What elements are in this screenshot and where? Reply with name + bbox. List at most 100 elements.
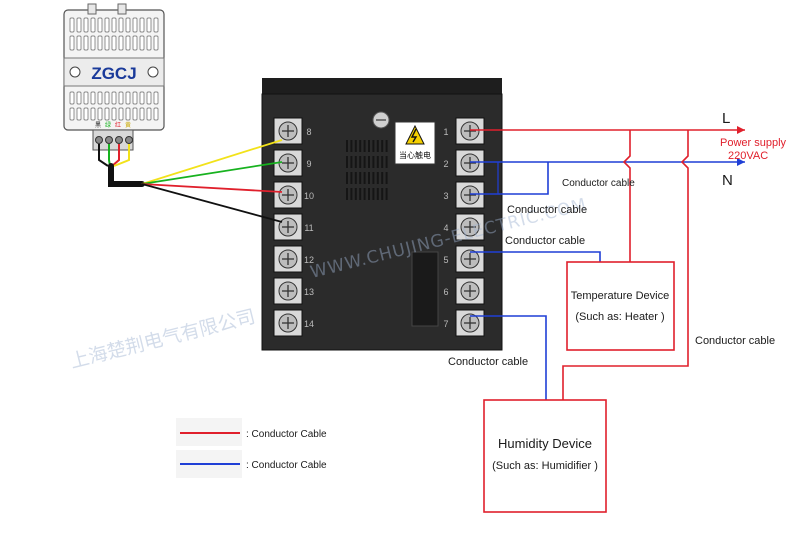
terminal-number-label: 7 bbox=[443, 319, 448, 329]
controller-vent-slot bbox=[376, 140, 379, 152]
controller-vent-slot bbox=[346, 188, 348, 200]
sensor-vents bbox=[69, 17, 159, 121]
legend-blue-label: : Conductor Cable bbox=[246, 460, 327, 471]
controller-vent-slot bbox=[381, 172, 384, 184]
controller-vent-slot bbox=[359, 156, 362, 168]
terminal-10: 10 bbox=[273, 181, 314, 209]
terminal-8: 8 bbox=[273, 117, 312, 145]
sensor-vent-slot bbox=[139, 35, 145, 51]
terminal-number-label: 8 bbox=[306, 127, 311, 137]
sensor-vent-slot bbox=[76, 17, 82, 33]
controller-vent-slot bbox=[376, 156, 379, 168]
terminal-3-neutral-link bbox=[470, 162, 549, 195]
sensor-vent-slot bbox=[125, 35, 131, 51]
green-wire bbox=[141, 161, 283, 185]
controller-vent-slot bbox=[350, 188, 353, 200]
sensor-pin-label-3: 红 bbox=[115, 121, 121, 129]
terminal-9: 9 bbox=[273, 149, 312, 177]
terminal-12: 12 bbox=[273, 245, 314, 273]
controller-vent-slot bbox=[368, 172, 370, 184]
terminal-2: 2 bbox=[443, 149, 485, 177]
sensor-brand-logo: ZGCJ bbox=[91, 64, 136, 83]
controller-vent-slot bbox=[381, 188, 384, 200]
controller-vent-slot bbox=[350, 156, 353, 168]
controller-vent-slot bbox=[346, 172, 348, 184]
sensor-screw-hole-left bbox=[69, 66, 81, 78]
controller-vent-slot bbox=[376, 172, 379, 184]
terminal-number-label: 9 bbox=[306, 159, 311, 169]
sensor-vent-slot bbox=[111, 17, 117, 33]
controller-vent-slot bbox=[385, 188, 388, 200]
controller-vent-slot bbox=[385, 140, 388, 152]
terminal-number-label: 12 bbox=[304, 255, 314, 265]
sensor-screw-hole-right bbox=[147, 66, 159, 78]
sensor-pin-label-2: 绿 bbox=[105, 121, 111, 129]
controller-vent-slot bbox=[368, 156, 370, 168]
sensor-vent-slot bbox=[69, 35, 75, 51]
terminal-number-label: 5 bbox=[443, 255, 448, 265]
sensor-vent-slot bbox=[111, 91, 117, 105]
sensor-vent-slot bbox=[97, 17, 103, 33]
sensor-vent-slot bbox=[69, 17, 75, 33]
sensor-vent-slot bbox=[125, 17, 131, 33]
sensor-vent-slot bbox=[111, 35, 117, 51]
sensor-vent-slot bbox=[76, 35, 82, 51]
line-n-arrow bbox=[737, 158, 745, 166]
sensor-vent-slot bbox=[118, 35, 124, 51]
sensor-pin-label-1: 黑 bbox=[95, 122, 101, 129]
sensor-brand-band bbox=[63, 57, 165, 87]
sensor-vent-slot bbox=[146, 107, 152, 121]
sensor-vent-slot bbox=[76, 91, 82, 105]
sensor-vent-slot bbox=[132, 35, 138, 51]
controller-vent-slot bbox=[363, 188, 366, 200]
shock-warning-text: 当心触电 bbox=[399, 150, 431, 160]
temperature-device-title: Temperature Device bbox=[571, 290, 669, 302]
sensor-pin-labels: 黑 绿 红 黄 bbox=[95, 121, 131, 129]
sensor-vent-slot bbox=[146, 91, 152, 105]
sensor-vent-slot bbox=[146, 35, 152, 51]
sensor-vent-slot bbox=[97, 107, 103, 121]
terminal-number-label: 6 bbox=[443, 287, 448, 297]
controller-vent-slot bbox=[376, 188, 379, 200]
sensor-tab-left bbox=[87, 3, 97, 15]
sensor-vent-slot bbox=[132, 91, 138, 105]
sensor-vent-slot bbox=[83, 91, 89, 105]
terminal-3: 3 bbox=[443, 181, 485, 209]
temperature-device-box bbox=[566, 261, 675, 351]
sensor-vent-slot bbox=[153, 17, 159, 33]
cable-label-5: Conductor cable bbox=[448, 356, 528, 368]
humidity-device-title: Humidity Device bbox=[498, 436, 592, 451]
terminal-number-label: 10 bbox=[304, 191, 314, 201]
sensor-vent-slot bbox=[69, 91, 75, 105]
terminal-11: 11 bbox=[273, 213, 314, 241]
sensor-vent-slot bbox=[90, 35, 96, 51]
red-wire bbox=[141, 183, 283, 193]
controller-vents bbox=[346, 140, 388, 200]
controller-vent-slot bbox=[372, 172, 375, 184]
terminal-7: 7 bbox=[443, 309, 485, 337]
controller-vent-slot bbox=[346, 140, 348, 152]
sensor-vent-slot bbox=[104, 91, 110, 105]
terminal-14: 14 bbox=[273, 309, 314, 337]
cable-label-2: Conductor cable bbox=[507, 204, 587, 216]
sensor-vent-slot bbox=[153, 107, 159, 121]
controller-vent-slot bbox=[350, 172, 353, 184]
sensor-vent-slot bbox=[153, 91, 159, 105]
controller-vent-slot bbox=[359, 140, 362, 152]
controller-vent-slot bbox=[363, 140, 366, 152]
controller-vent-slot bbox=[354, 172, 357, 184]
controller-vent-slot bbox=[346, 156, 348, 168]
temperature-device-subtitle: (Such as: Heater ) bbox=[575, 311, 664, 323]
sensor-signal-wires bbox=[141, 139, 283, 223]
power-voltage-label: 220VAC bbox=[728, 150, 768, 162]
sensor-vent-slot bbox=[139, 91, 145, 105]
humidity-device-box bbox=[483, 399, 607, 513]
temp-device-power-wire bbox=[622, 130, 631, 262]
yellow-wire bbox=[141, 139, 283, 185]
controller-vent-slot bbox=[363, 156, 366, 168]
shock-warning-icon bbox=[405, 124, 425, 145]
power-line-label: L bbox=[722, 110, 730, 127]
